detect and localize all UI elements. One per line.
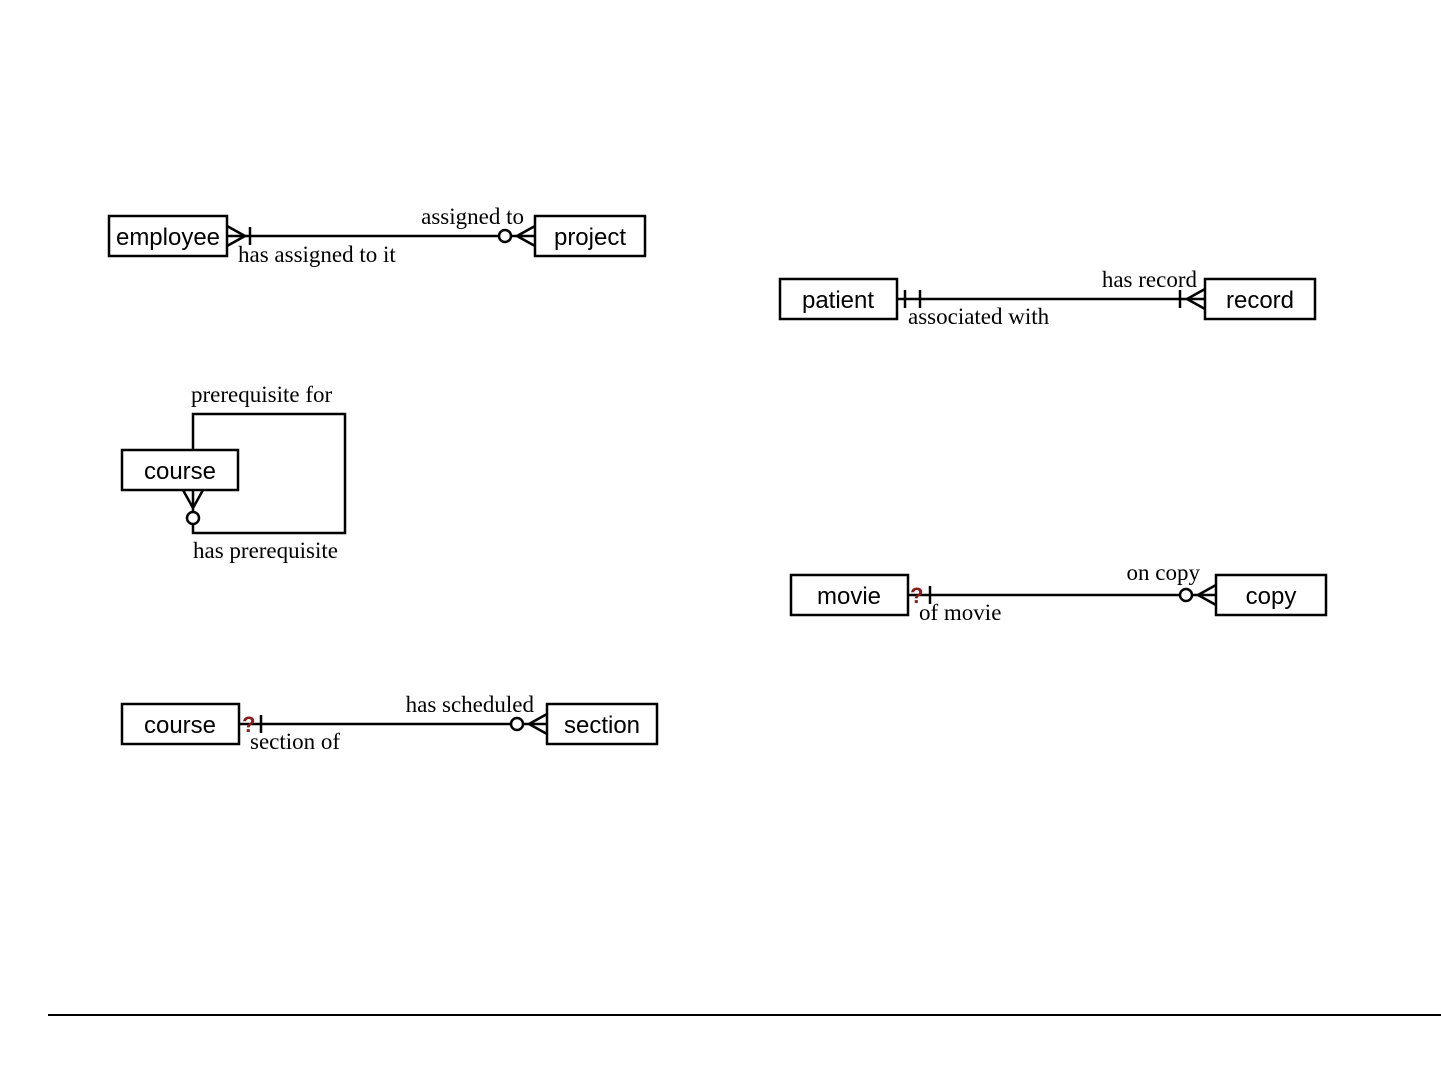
relationship-employee-project: employee project assigned to has assigne… [109,204,645,267]
entity-project-name: project [554,224,626,251]
relationship-label-top: has scheduled [406,692,535,717]
entity-copy-name: copy [1246,583,1297,610]
relationship-label-bottom: associated with [908,304,1050,329]
relationship-label-bottom: of movie [919,600,1001,625]
entity-course-name: course [144,712,216,739]
entity-employee-name: employee [116,224,220,251]
entity-movie-name: movie [817,583,881,610]
relationship-label-bottom: has prerequisite [193,538,338,563]
relationship-label-bottom: section of [250,729,340,754]
entity-record-name: record [1226,287,1294,314]
relationship-label-top: has record [1102,267,1198,292]
entity-section-name: section [564,712,640,739]
relationship-patient-record: patient record has record associated wit… [780,267,1315,329]
entity-patient-name: patient [802,287,874,314]
relationship-label-bottom: has assigned to it [238,242,396,267]
relationship-label-top: on copy [1127,560,1201,585]
relationship-label-top: prerequisite for [191,382,332,407]
entity-course-name: course [144,458,216,485]
relationship-course-section: ? course section has scheduled section o… [122,692,657,754]
relationship-label-top: assigned to [421,204,524,229]
relationship-course-prerequisite: course prerequisite for has prerequisite [122,382,345,563]
relationship-movie-copy: ? movie copy on copy of movie [791,560,1326,625]
